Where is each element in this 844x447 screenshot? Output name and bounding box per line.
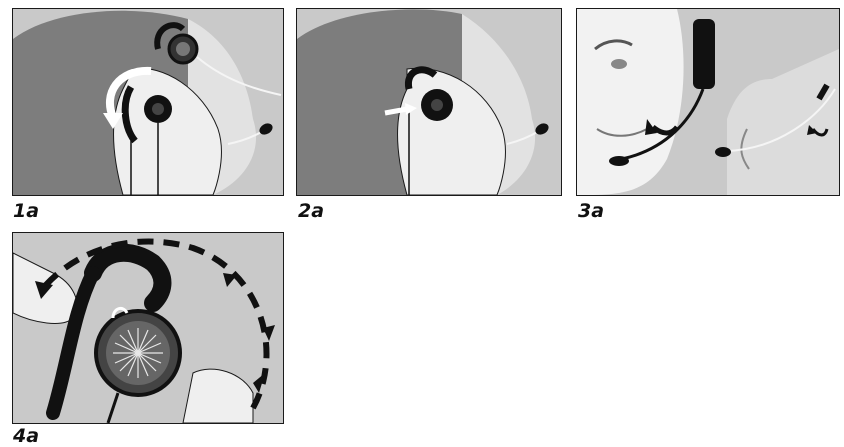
step-label: 1a	[13, 202, 39, 221]
step-4a-illustration	[12, 232, 284, 424]
step-2a-illustration	[296, 8, 562, 196]
step-3a-illustration	[576, 8, 840, 196]
speaker	[96, 311, 180, 395]
step-label: 3a	[578, 202, 604, 221]
step-label: 4a	[13, 427, 39, 446]
step-1a-drawing	[13, 9, 283, 195]
step-1a-illustration	[12, 8, 284, 196]
step-label: 2a	[298, 202, 324, 221]
step-3a-drawing	[577, 9, 839, 195]
step-4a-drawing	[13, 233, 283, 423]
step-2a-drawing	[297, 9, 561, 195]
